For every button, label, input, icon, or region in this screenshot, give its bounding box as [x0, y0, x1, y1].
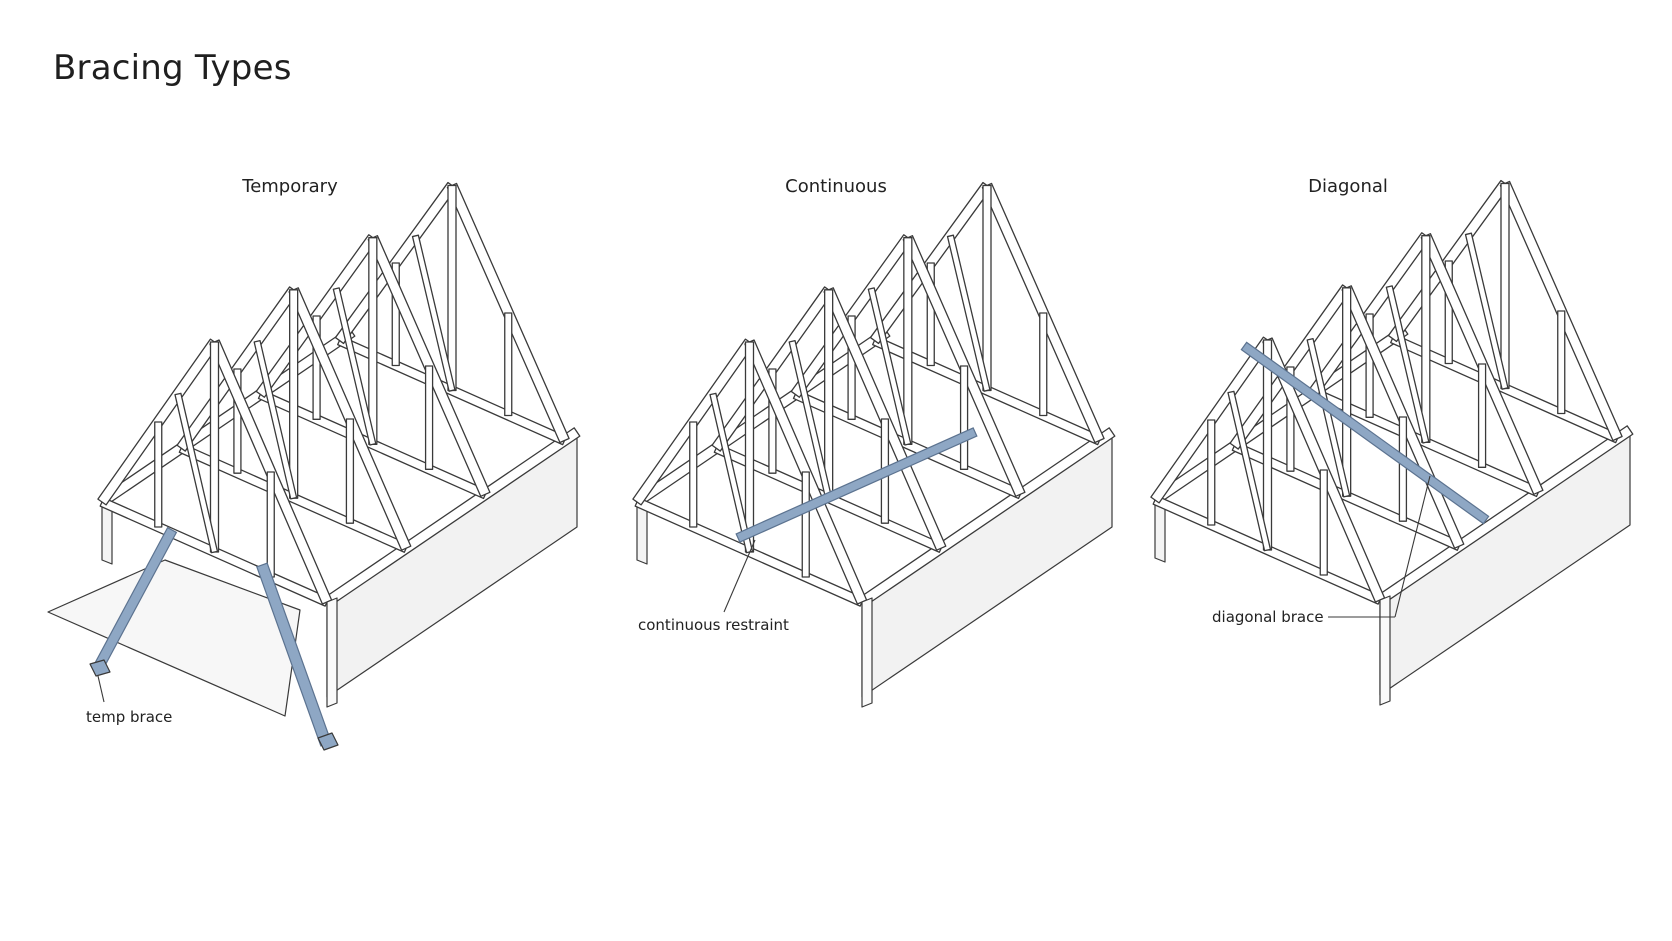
truss-web-inner-2 [332, 287, 377, 446]
truss-web-left-0 [689, 421, 698, 528]
truss-web-right-1 [1398, 416, 1408, 522]
side-wall-right [861, 431, 1113, 698]
truss-king-post-3 [447, 184, 457, 392]
truss-web-inner-0 [709, 392, 754, 554]
brace-foot-right [317, 732, 339, 751]
truss-web-right-0 [1319, 469, 1328, 576]
truss-king-post-3 [1500, 182, 1510, 390]
truss-web-right-2 [1477, 363, 1487, 468]
ground-shadow [47, 559, 301, 717]
diagram-temporary [47, 181, 581, 751]
truss-king-post-1 [824, 289, 834, 499]
truss-web-left-0 [1207, 419, 1216, 526]
truss-web-right-2 [424, 365, 434, 470]
brace-foot-left [89, 659, 111, 677]
truss-king-post-2 [1421, 235, 1431, 443]
truss-web-right-3 [504, 312, 513, 417]
side-wall-right [326, 431, 578, 698]
callout-diagonal-brace: diagonal brace [1212, 608, 1324, 626]
truss-king-post-0 [1262, 339, 1273, 551]
truss-web-left-0 [154, 421, 163, 528]
truss-web-inner-2 [1385, 285, 1430, 444]
truss-web-right-1 [345, 418, 355, 524]
truss-king-post-0 [744, 341, 755, 553]
truss-king-post-1 [1342, 287, 1352, 497]
truss-web-inner-3 [946, 234, 991, 392]
truss-web-inner-3 [411, 234, 456, 392]
truss-web-inner-0 [1227, 390, 1272, 552]
truss-web-inner-2 [867, 287, 912, 446]
truss-king-post-2 [903, 237, 913, 445]
truss-king-post-2 [368, 237, 378, 445]
truss-web-right-0 [801, 471, 810, 578]
panel-title-continuous: Continuous [785, 176, 887, 197]
truss-king-post-3 [982, 184, 992, 392]
wall-post-front [1379, 595, 1391, 706]
leader-diagonal-brace [1394, 475, 1431, 618]
diagonal-brace [1240, 341, 1490, 525]
truss-web-inner-1 [253, 339, 298, 500]
truss-web-right-3 [1557, 310, 1566, 415]
leader-continuous-restraint [723, 539, 756, 613]
truss-web-inner-0 [174, 392, 219, 554]
diagram-continuous [632, 181, 1116, 708]
panel-title-diagonal: Diagonal [1308, 176, 1388, 197]
callout-continuous-restraint: continuous restraint [638, 616, 789, 634]
truss-web-right-0 [266, 471, 275, 578]
panel-title-temporary: Temporary [242, 176, 338, 197]
truss-web-right-3 [1039, 312, 1048, 417]
page-title: Bracing Types [53, 48, 292, 88]
truss-king-post-0 [209, 341, 220, 553]
truss-king-post-1 [289, 289, 299, 499]
truss-web-inner-3 [1464, 232, 1509, 390]
leader-temp-brace [97, 675, 105, 703]
continuous-restraint [735, 427, 978, 543]
wall-post-front [861, 597, 873, 708]
truss-web-right-2 [959, 365, 969, 470]
callout-temp-brace: temp brace [86, 708, 172, 726]
truss-web-inner-1 [1306, 337, 1351, 498]
diagram-diagonal [1150, 179, 1634, 706]
wall-post-front [326, 597, 338, 708]
